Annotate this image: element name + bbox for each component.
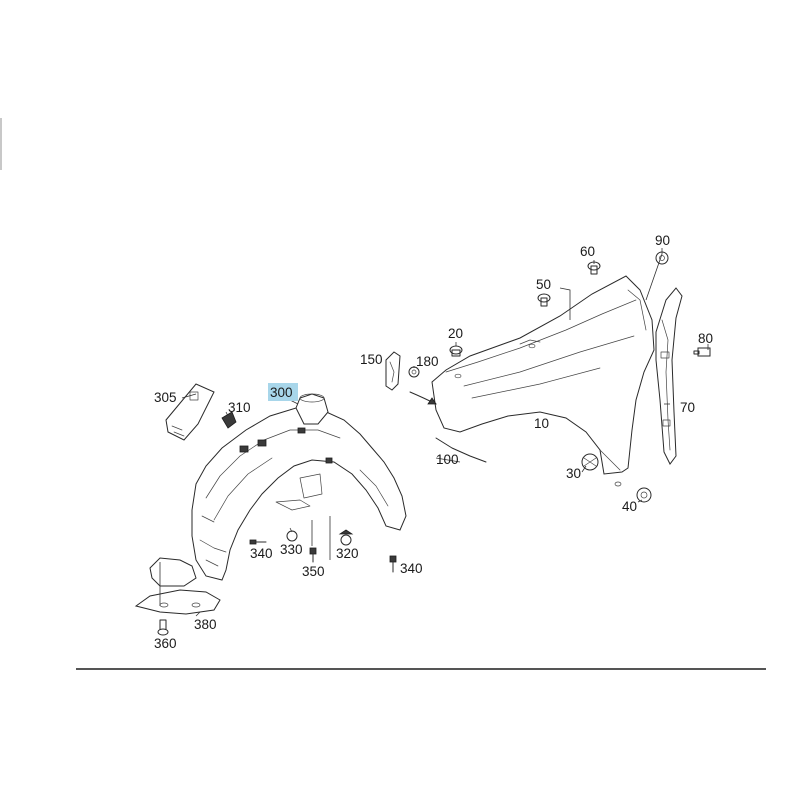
callout-30: 30 (566, 466, 581, 481)
screw-part-340-left (249, 539, 267, 545)
callout-80: 80 (698, 331, 713, 346)
callout-340-right: 340 (400, 561, 423, 576)
bracket-part-70 (655, 287, 683, 465)
callout-305: 305 (154, 390, 177, 405)
callout-180: 180 (416, 354, 439, 369)
clip-part-20 (449, 345, 463, 357)
bracket-part-150 (385, 351, 401, 391)
callout-350: 350 (302, 564, 325, 579)
nut-part-330 (286, 530, 298, 542)
clip-part-180 (408, 366, 420, 378)
callout-90: 90 (655, 233, 670, 248)
callout-20: 20 (448, 326, 463, 341)
callout-40: 40 (622, 499, 637, 514)
screw-part-350 (309, 547, 317, 563)
callout-340-left: 340 (250, 546, 273, 561)
callout-330: 330 (280, 542, 303, 557)
callout-300: 300 (270, 385, 293, 400)
screw-part-80 (693, 347, 711, 357)
callout-360: 360 (154, 636, 177, 651)
callout-100: 100 (436, 452, 459, 467)
nut-part-40 (636, 487, 652, 503)
callout-50: 50 (536, 277, 551, 292)
left-edge-mark (0, 118, 2, 170)
plate-part-305 (165, 383, 215, 441)
callout-320: 320 (336, 546, 359, 561)
wheel-arch-liner-part-300 (191, 393, 407, 581)
bolt-part-360 (157, 619, 169, 636)
bolt-part-50 (537, 293, 551, 307)
bottom-divider (76, 668, 766, 670)
callout-150: 150 (360, 352, 383, 367)
clip-part-320 (338, 529, 354, 546)
callout-380: 380 (194, 617, 217, 632)
leader-lines (159, 248, 709, 617)
screw-part-340-right (389, 555, 397, 573)
fender-part (409, 275, 655, 487)
clip-part-310 (221, 411, 237, 429)
under-shield-part-380 (134, 557, 221, 615)
grommet-part-30 (581, 453, 599, 471)
callout-70: 70 (680, 400, 695, 415)
callout-310: 310 (228, 400, 251, 415)
callout-labels: 10 20 30 40 50 60 70 80 90 100 150 180 3… (154, 233, 713, 651)
callout-10: 10 (534, 416, 549, 431)
callout-300-highlight (268, 383, 298, 401)
callout-60: 60 (580, 244, 595, 259)
